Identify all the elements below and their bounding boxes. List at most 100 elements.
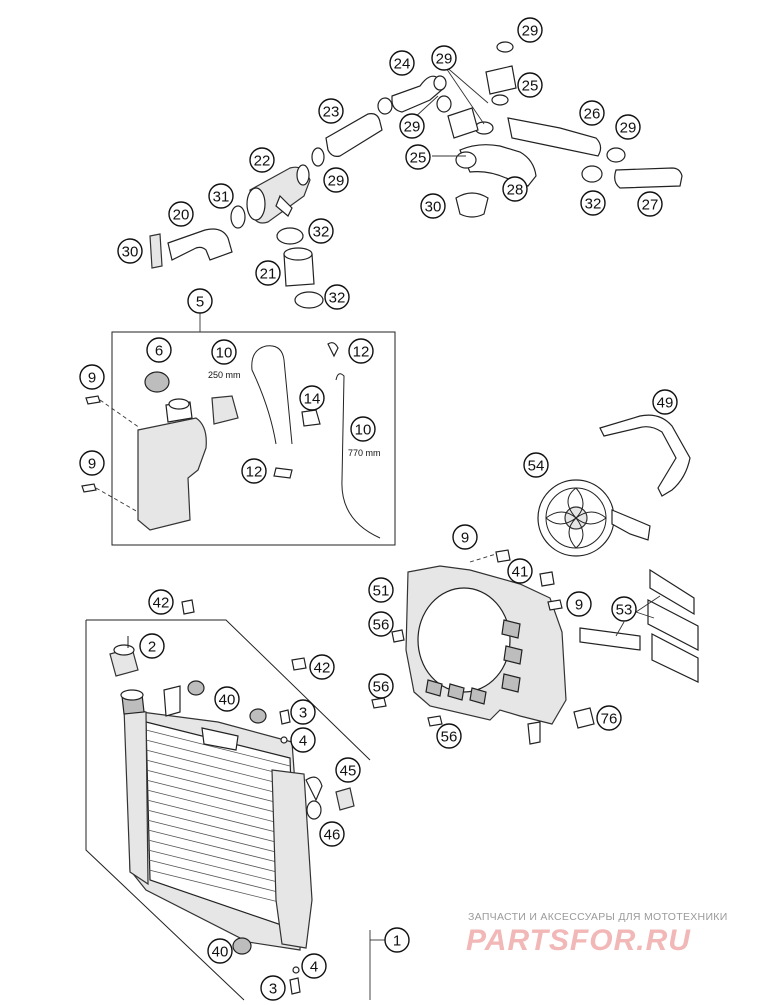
callout-29: 29 <box>431 45 457 71</box>
callout-29: 29 <box>323 167 349 193</box>
callout-56: 56 <box>436 723 462 749</box>
callout-number: 49 <box>657 395 674 412</box>
callout-4: 4 <box>290 727 316 753</box>
callout-32: 32 <box>308 218 334 244</box>
callout-circle <box>318 98 344 124</box>
callout-circle <box>452 524 478 550</box>
watermark-tagline: ЗАПЧАСТИ И АКСЕССУАРЫ ДЛЯ МОТОТЕХНИКИ <box>468 911 728 923</box>
callout-9: 9 <box>79 364 105 390</box>
callout-circle <box>580 190 606 216</box>
callout-circle <box>399 113 425 139</box>
callout-circle <box>368 577 394 603</box>
callout-number: 51 <box>373 583 390 600</box>
callout-4: 4 <box>301 953 327 979</box>
callout-12: 12 <box>348 338 374 364</box>
callout-circle <box>405 144 431 170</box>
callout-number: 29 <box>404 119 421 136</box>
callout-circle <box>319 821 345 847</box>
callout-29: 29 <box>399 113 425 139</box>
callout-number: 4 <box>310 959 318 976</box>
callout-25: 25 <box>517 72 543 98</box>
callout-number: 29 <box>620 120 637 137</box>
callout-circle <box>324 284 350 310</box>
callout-number: 1 <box>393 933 401 950</box>
callout-30: 30 <box>117 238 143 264</box>
callout-circle <box>299 385 325 411</box>
callout-30: 30 <box>420 193 446 219</box>
callout-number: 30 <box>122 244 139 261</box>
callout-circle <box>523 452 549 478</box>
callout-number: 56 <box>441 729 458 746</box>
callout-circle <box>117 238 143 264</box>
callout-number: 29 <box>522 23 539 40</box>
callout-76: 76 <box>596 705 622 731</box>
radiator-group <box>85 599 386 1001</box>
callout-31: 31 <box>208 183 234 209</box>
callout-number: 45 <box>340 763 357 780</box>
callout-circle <box>168 201 194 227</box>
callout-number: 10 <box>355 422 372 439</box>
callout-42: 42 <box>148 589 174 615</box>
callout-circle <box>389 50 415 76</box>
callout-26: 26 <box>579 100 605 126</box>
callout-number: 4 <box>299 733 307 750</box>
callout-2: 2 <box>139 633 165 659</box>
callout-number: 32 <box>313 224 330 241</box>
callout-number: 40 <box>212 944 229 961</box>
callout-circle <box>502 176 528 202</box>
callout-number: 29 <box>328 173 345 190</box>
callout-number: 9 <box>575 597 583 614</box>
callout-number: 21 <box>260 266 277 283</box>
callout-40: 40 <box>214 686 240 712</box>
callout-number: 76 <box>601 711 618 728</box>
callout-53: 53 <box>611 596 637 622</box>
callout-number: 54 <box>528 458 545 475</box>
callout-circle <box>637 191 663 217</box>
callout-circle <box>420 193 446 219</box>
long-hose-length: 770 mm <box>348 448 381 458</box>
callout-number: 22 <box>254 153 271 170</box>
callout-29: 29 <box>615 114 641 140</box>
callout-circle <box>566 591 592 617</box>
callout-circle <box>579 100 605 126</box>
callout-circle <box>431 45 457 71</box>
callout-number: 25 <box>410 150 427 167</box>
callout-circle <box>255 260 281 286</box>
callout-number: 20 <box>173 207 190 224</box>
callout-circle <box>611 596 637 622</box>
callout-circle <box>596 705 622 731</box>
callout-number: 32 <box>585 196 602 213</box>
callout-circle <box>323 167 349 193</box>
callout-number: 9 <box>88 370 96 387</box>
callout-27: 27 <box>637 191 663 217</box>
callout-number: 12 <box>246 464 263 481</box>
callout-number: 25 <box>522 78 539 95</box>
callout-40: 40 <box>207 938 233 964</box>
callout-9: 9 <box>79 450 105 476</box>
callout-25: 25 <box>405 144 431 170</box>
callout-number: 6 <box>155 343 163 360</box>
callout-51: 51 <box>368 577 394 603</box>
callout-number: 31 <box>213 189 230 206</box>
callout-32: 32 <box>580 190 606 216</box>
callout-circle <box>350 416 376 442</box>
callout-9: 9 <box>452 524 478 550</box>
callout-circle <box>260 975 286 1001</box>
callout-circle <box>517 72 543 98</box>
callout-21: 21 <box>255 260 281 286</box>
callout-circle <box>615 114 641 140</box>
callout-number: 10 <box>216 345 233 362</box>
callout-circle <box>139 633 165 659</box>
callout-circle <box>208 183 234 209</box>
callout-circle <box>241 458 267 484</box>
callout-circle <box>79 364 105 390</box>
callout-number: 32 <box>329 290 346 307</box>
callout-9: 9 <box>566 591 592 617</box>
hose-assembly-top <box>149 41 683 309</box>
callout-number: 41 <box>512 564 529 581</box>
callout-number: 9 <box>88 456 96 473</box>
callout-6: 6 <box>146 337 172 363</box>
callout-3: 3 <box>290 699 316 725</box>
callout-circle <box>368 611 394 637</box>
